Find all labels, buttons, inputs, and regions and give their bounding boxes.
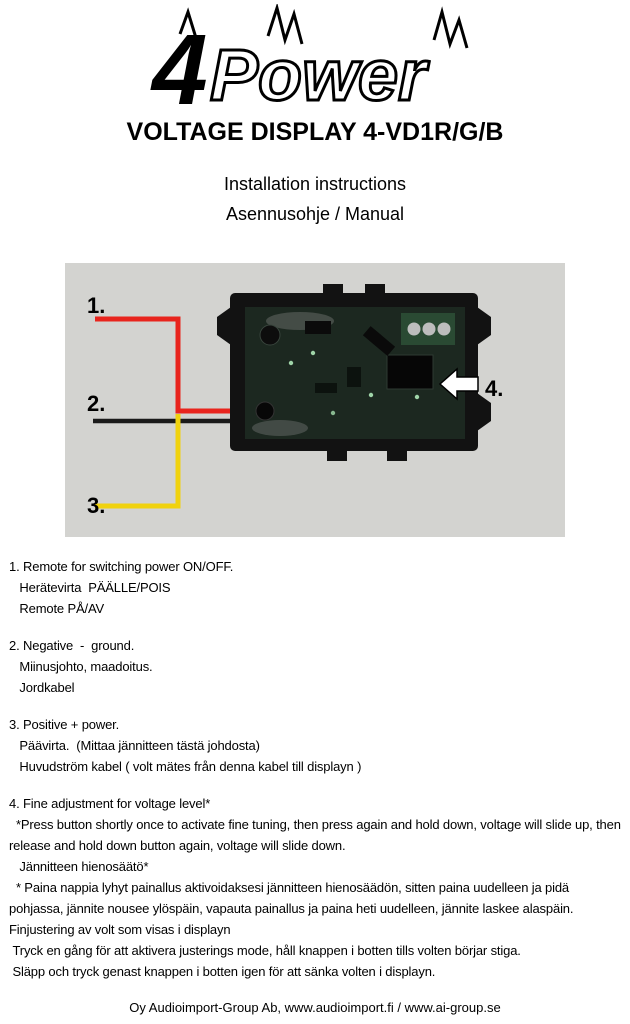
instruction-line: Finjustering av volt som visas i display…	[9, 922, 231, 937]
instruction-positive: 3. Positive + power. Päävirta. (Mittaa j…	[9, 714, 621, 777]
arrow-left-icon	[438, 367, 479, 401]
logo-numeral: 4	[150, 14, 208, 114]
device-side-clip	[477, 393, 491, 431]
waveform-spike-icon	[266, 2, 304, 46]
figure-label-1: 1.	[87, 293, 105, 318]
figure-label-4: 4.	[485, 376, 503, 401]
device-side-clip	[217, 307, 231, 345]
instruction-negative: 2. Negative - ground. Miinusjohto, maado…	[9, 635, 621, 698]
pcb-components	[252, 312, 455, 436]
brand-logo-graphic: 4 Power	[150, 2, 469, 126]
device-bottom-tab	[327, 449, 347, 461]
instruction-line: Jännitteen hienosäätö*	[9, 859, 149, 874]
device-bottom-tab	[387, 449, 407, 461]
waveform-spike-icon	[432, 6, 469, 50]
brand-logo: 4 Power	[150, 2, 480, 126]
instruction-line: * Paina nappia lyhyt painallus aktivoida…	[9, 880, 574, 916]
waveform-spike-icon	[178, 7, 198, 39]
wiring-diagram: 1. 2. 3. 4.	[65, 263, 565, 537]
device-side-clip	[477, 307, 491, 345]
instruction-line: Päävirta. (Mittaa jännitteen tästä johdo…	[9, 738, 260, 753]
instruction-line: 2. Negative - ground.	[9, 638, 135, 653]
instruction-line: 4. Fine adjustment for voltage level*	[9, 796, 211, 811]
instruction-line: 1. Remote for switching power ON/OFF.	[9, 559, 234, 574]
instruction-fine-adjustment: 4. Fine adjustment for voltage level* *P…	[9, 793, 621, 982]
instruction-line: Huvudström kabel ( volt mätes från denna…	[9, 759, 362, 774]
instructions: 1. Remote for switching power ON/OFF. He…	[9, 556, 621, 998]
subtitle-english: Installation instructions	[223, 174, 407, 194]
power-wire	[95, 414, 181, 509]
voltage-display-device	[217, 284, 491, 461]
figure-label-2: 2.	[87, 391, 105, 416]
footer-text: Oy Audioimport-Group Ab, www.audioimport…	[129, 1000, 501, 1015]
page-title: VOLTAGE DISPLAY 4-VD1R/G/B	[126, 118, 504, 146]
instruction-line: Miinusjohto, maadoitus.	[9, 659, 153, 674]
instruction-line: Släpp och tryck genast knappen i botten …	[9, 964, 436, 979]
instruction-line: Jordkabel	[9, 680, 75, 695]
instruction-line: 3. Positive + power.	[9, 717, 120, 732]
instruction-remote: 1. Remote for switching power ON/OFF. He…	[9, 556, 621, 619]
instruction-line: Remote PÅ/AV	[9, 601, 105, 616]
subtitle-finnish-swedish: Asennusohje / Manual	[225, 204, 405, 224]
logo-word: Power	[210, 36, 430, 114]
instruction-line: *Press button shortly once to activate f…	[9, 817, 625, 853]
instruction-line: Herätevirta PÄÄLLE/POIS	[9, 580, 171, 595]
wiring-diagram-graphic: 1. 2. 3. 4.	[65, 263, 565, 537]
remote-wire	[95, 316, 237, 414]
figure-label-3: 3.	[87, 493, 105, 518]
instruction-line: Tryck en gång för att aktivera justering…	[9, 943, 521, 958]
